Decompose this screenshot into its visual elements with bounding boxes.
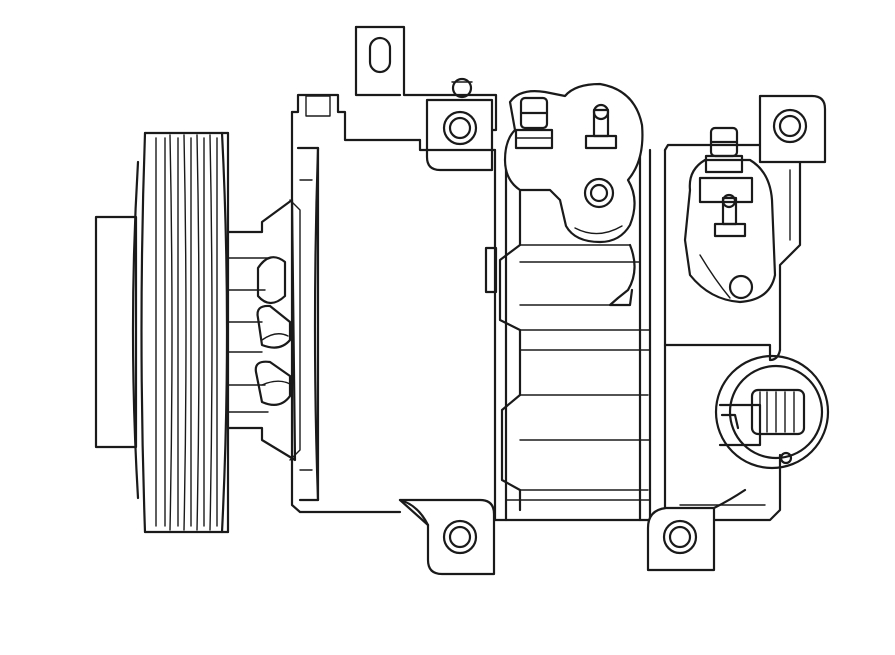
bracket-slot <box>368 36 392 74</box>
service-port-high <box>683 126 777 304</box>
pulley-outer-curve <box>131 160 140 500</box>
cylinder-body <box>418 138 667 522</box>
clutch-hub <box>226 198 301 462</box>
mounting-ear-bottom-left <box>398 498 496 576</box>
service-port-low <box>503 82 644 244</box>
pulley-grooves <box>140 131 230 534</box>
pulley-face-plate <box>94 215 138 449</box>
front-housing <box>290 25 498 514</box>
mounting-ear-top-left <box>425 98 494 172</box>
mounting-ear-bottom-right <box>646 488 747 572</box>
electrical-connector <box>714 354 830 470</box>
pulley <box>94 131 230 534</box>
mounting-ear-top-right <box>758 94 827 164</box>
